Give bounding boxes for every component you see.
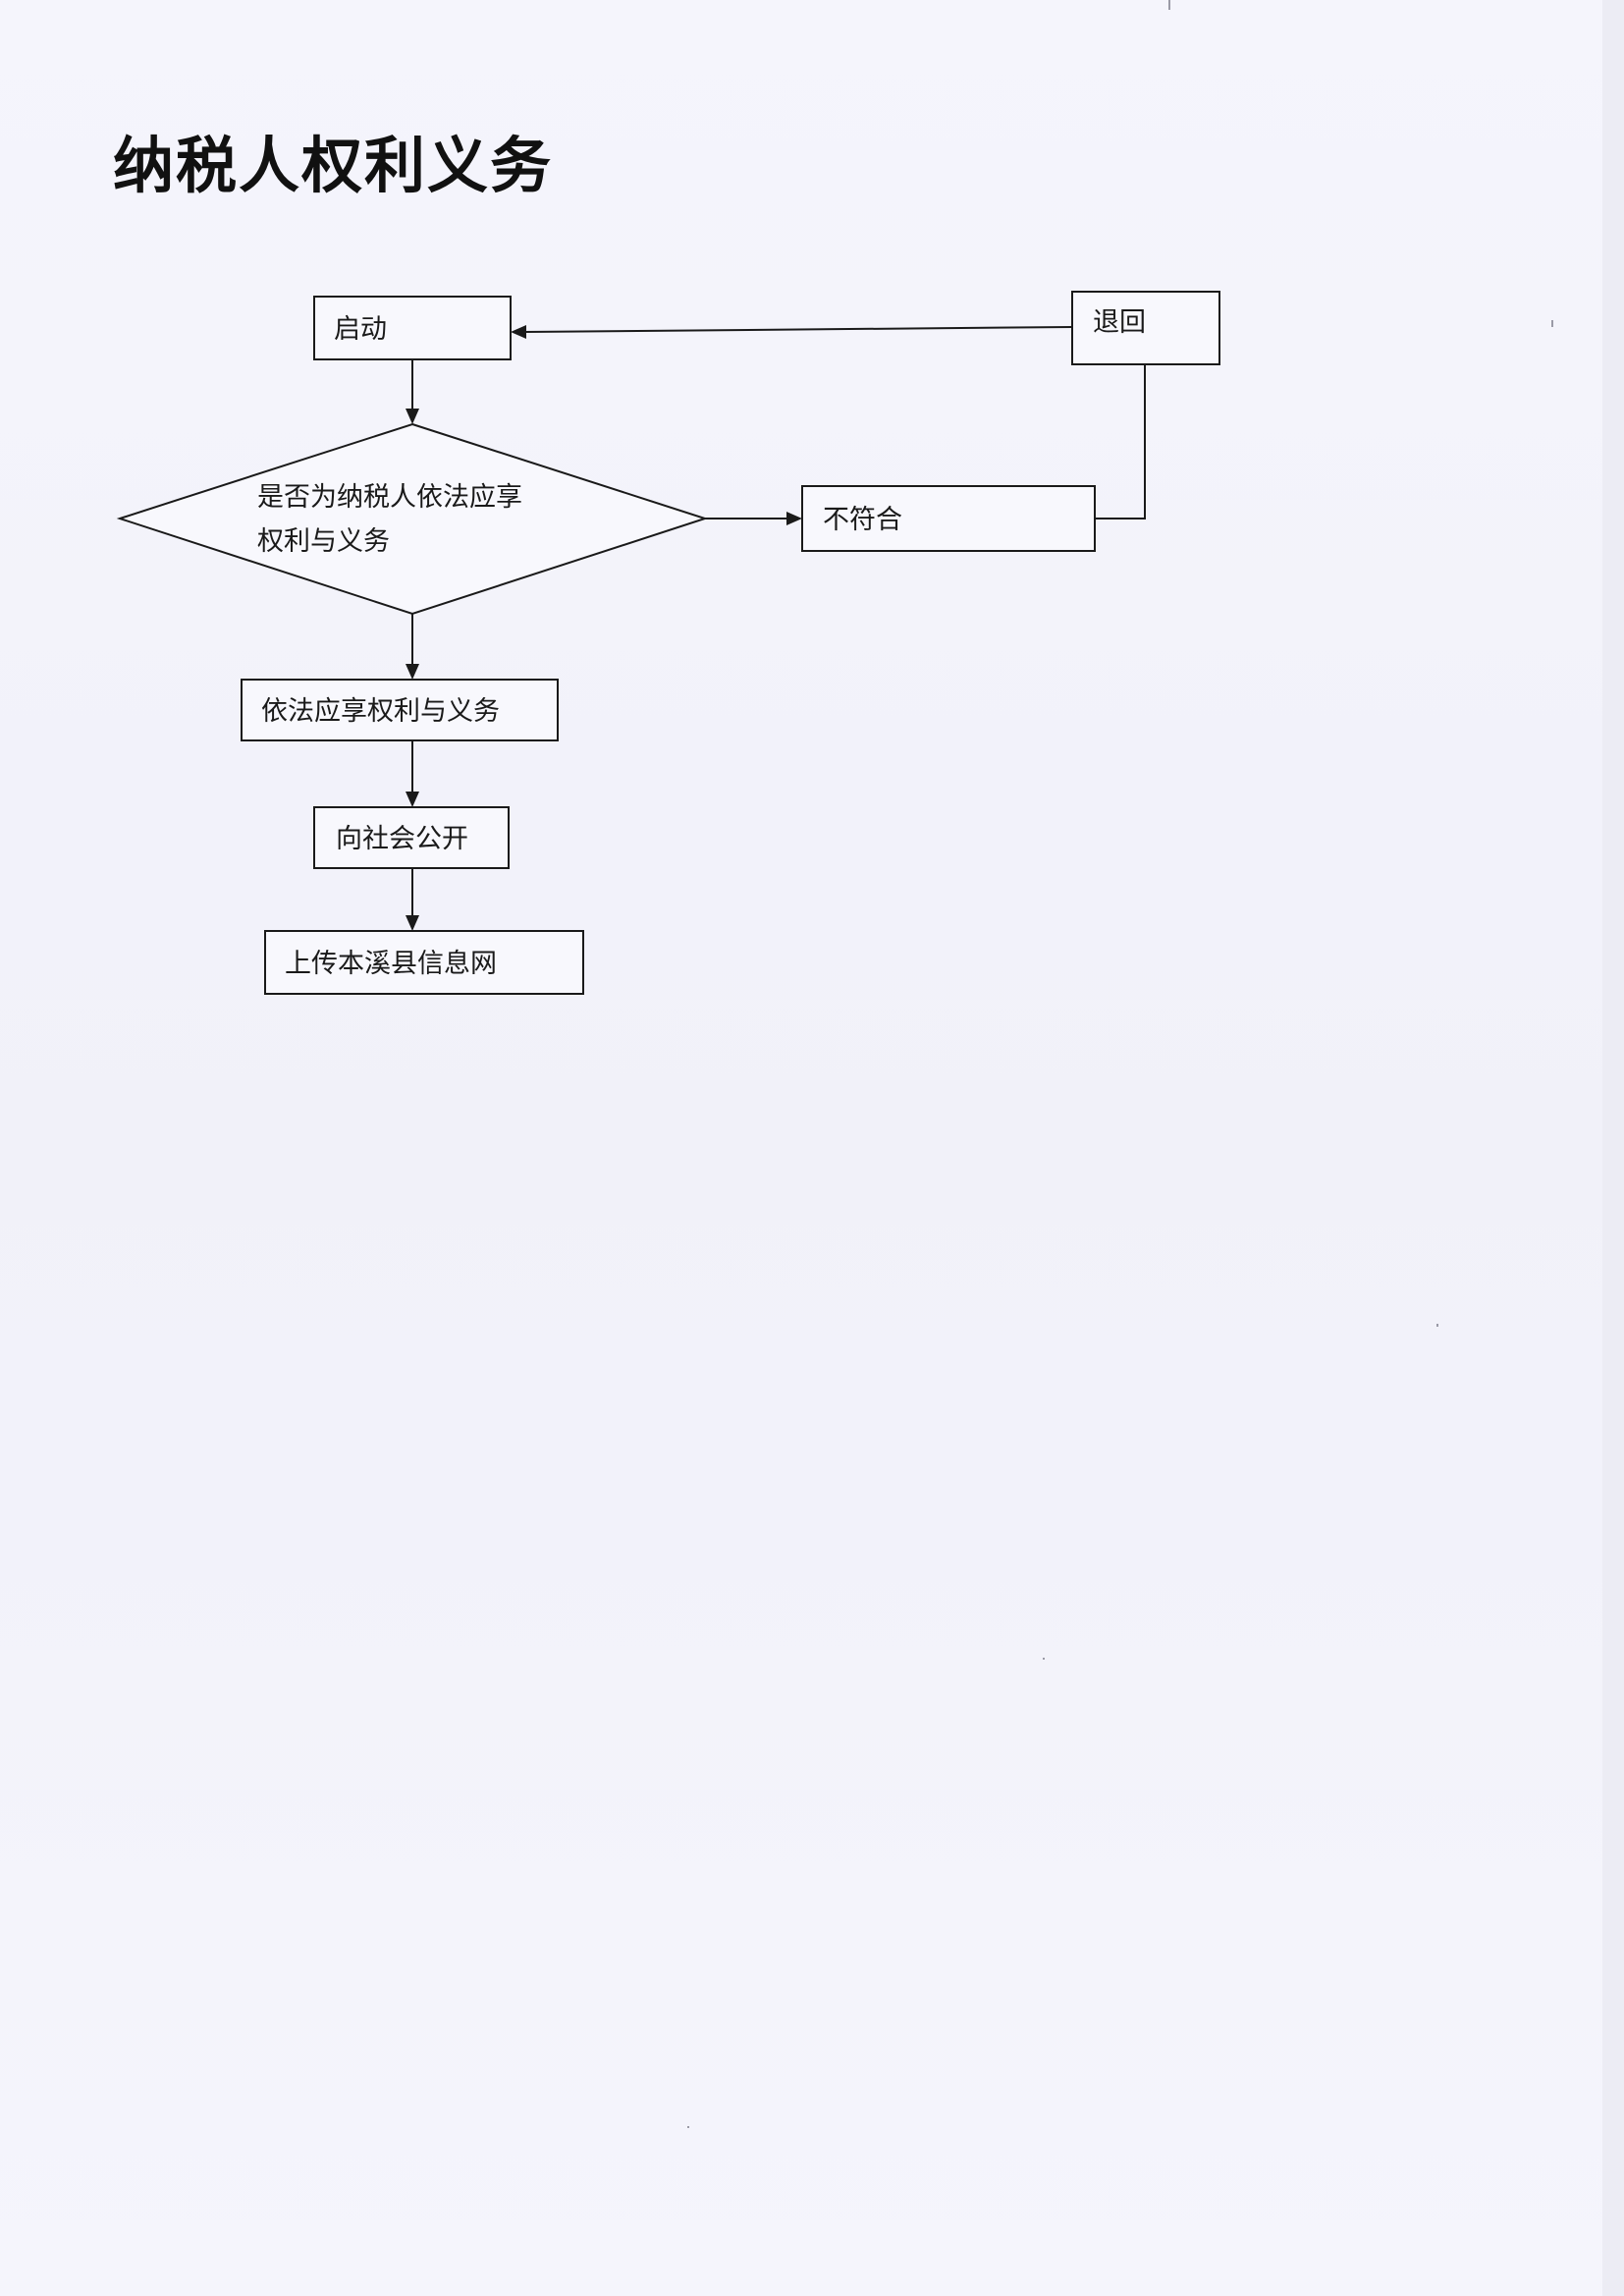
return-box	[1071, 291, 1220, 365]
upload-box	[264, 930, 584, 995]
return-to-start-arrowhead	[511, 325, 526, 339]
upload-label: 上传本溪县信息网	[285, 949, 497, 979]
decision-label-line1: 是否为纳税人依法应享	[257, 482, 522, 513]
decision-to-enjoy-arrowhead	[406, 664, 419, 680]
enjoy-rights-label: 依法应享权利与义务	[261, 696, 500, 727]
not-match-label: 不符合	[823, 505, 902, 535]
start-to-decision-arrowhead	[406, 409, 419, 424]
scan-edge-shade	[1602, 0, 1624, 2296]
publish-label: 向社会公开	[336, 824, 468, 854]
return-label: 退回	[1093, 307, 1146, 338]
publish-to-upload-arrowhead	[406, 915, 419, 931]
decision-diamond	[116, 422, 709, 616]
not-match-box	[801, 485, 1096, 552]
decision-label-line2: 权利与义务	[257, 526, 390, 557]
scan-speck	[1436, 1324, 1438, 1327]
start-box	[313, 296, 512, 360]
scan-speck	[1168, 0, 1170, 10]
notmatch-to-return-line	[1095, 364, 1146, 519]
return-to-start-line	[523, 326, 1073, 333]
start-label: 启动	[334, 314, 387, 345]
page-title: 纳税人权利义务	[113, 130, 554, 201]
decision-to-notmatch-arrowhead	[786, 512, 802, 525]
scan-speck	[1551, 320, 1553, 327]
scan-speck	[1043, 1658, 1045, 1660]
scan-speck	[687, 2126, 689, 2128]
enjoy-to-publish-arrowhead	[406, 792, 419, 807]
enjoy-rights-box	[241, 679, 559, 741]
